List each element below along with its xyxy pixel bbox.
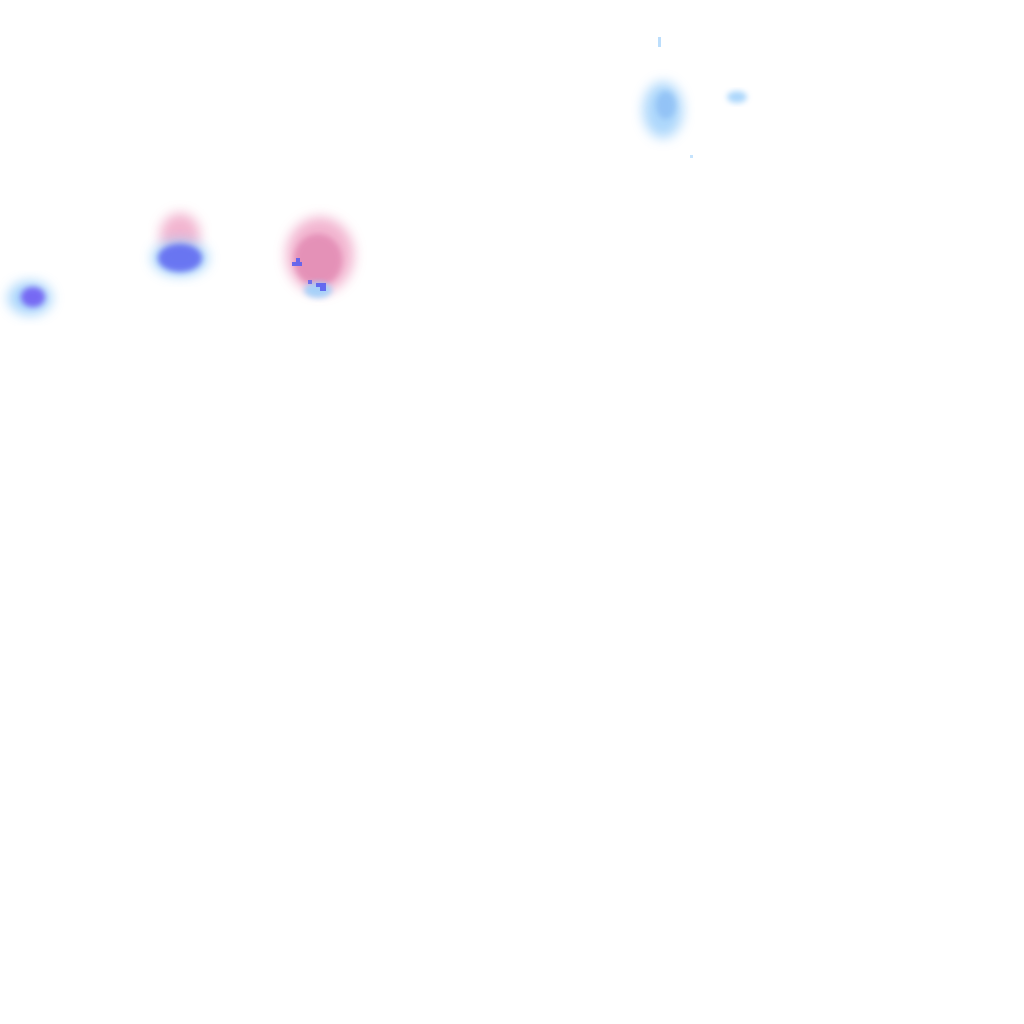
blob-top-right-small (727, 91, 747, 103)
blob-center-left (152, 213, 208, 276)
blob-top-right (643, 82, 683, 138)
blob-left (8, 281, 52, 315)
speck-top (658, 37, 693, 158)
blob-center (286, 217, 354, 298)
